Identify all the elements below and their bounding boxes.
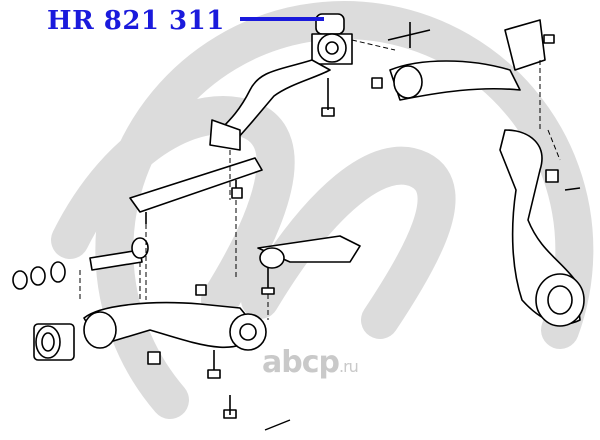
logo-stroke	[241, 146, 456, 339]
callout-leader-line	[240, 17, 324, 21]
upper-bushing	[311, 13, 353, 65]
upper-control-arm	[389, 60, 521, 101]
assembly-guide-lines	[79, 39, 561, 320]
lower-arm-bolt	[12, 237, 149, 290]
part-number-label: HR 821 311	[47, 6, 225, 36]
stabilizer-plate	[129, 157, 263, 213]
bolt	[321, 78, 335, 117]
watermark: abcp.ru	[262, 345, 359, 380]
lower-arm-bushing	[33, 323, 75, 361]
